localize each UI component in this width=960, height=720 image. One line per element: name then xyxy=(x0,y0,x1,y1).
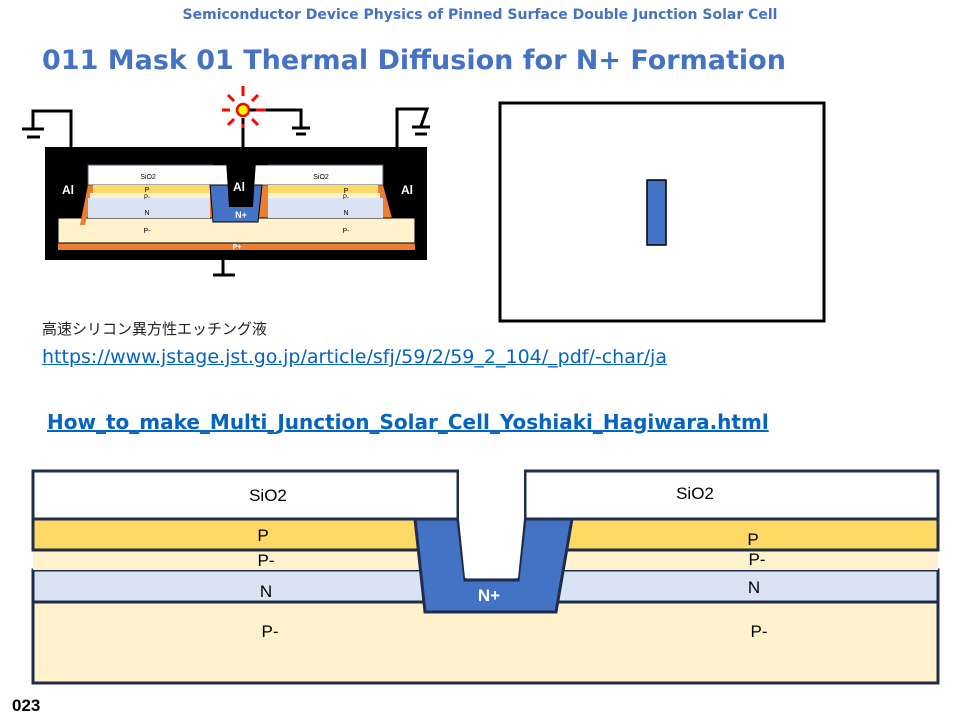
ground-symbols xyxy=(22,107,430,277)
al-center-contact xyxy=(226,160,256,207)
cross-section xyxy=(31,465,940,685)
pminus-right-label: P- xyxy=(343,195,349,201)
n-left-label: N xyxy=(144,210,149,217)
slide-title: 011 Mask 01 Thermal Diffusion for N+ For… xyxy=(42,45,786,76)
nplus-diffusion xyxy=(413,517,574,614)
nplus-label: N+ xyxy=(478,586,500,605)
sio2-right-label: SiO2 xyxy=(676,484,714,503)
pminus-bottom-left-label: P- xyxy=(262,622,279,641)
p-right-label: P xyxy=(747,530,758,549)
n-right-label: N xyxy=(748,578,760,597)
pminus-bottom-left-label: P- xyxy=(144,228,152,235)
al-center-label: Al xyxy=(233,180,245,194)
p-left-label: P xyxy=(257,526,268,545)
slide-subtitle: Semiconductor Device Physics of Pinned S… xyxy=(182,7,778,23)
jstage-link[interactable]: https://www.jstage.jst.go.jp/article/sfj… xyxy=(42,346,667,368)
nplus-label: N+ xyxy=(235,210,247,220)
al-left-label: Al xyxy=(62,183,74,197)
page-number: 023 xyxy=(12,696,41,715)
mask-opening xyxy=(646,179,667,246)
pminus-substrate xyxy=(31,600,940,685)
n-left-label: N xyxy=(260,582,272,601)
n-right-label: N xyxy=(343,210,348,217)
sio2-left-label: SiO2 xyxy=(140,174,156,181)
pminus-bottom-right-label: P- xyxy=(343,228,351,235)
light-source-icon xyxy=(222,86,266,128)
etchant-note: 高速シリコン異方性エッチング液 xyxy=(42,320,268,338)
pplus-label: P+ xyxy=(233,244,242,251)
pminus-right-label: P- xyxy=(749,550,766,569)
mask-frame xyxy=(498,101,826,323)
sio2-left-label: SiO2 xyxy=(249,486,287,505)
p-right-label: P xyxy=(344,188,349,195)
mask-pattern xyxy=(498,101,826,323)
device-diagram: Al Al Al SiO2 SiO2 P P P- P- N N N+ P- P… xyxy=(22,86,430,277)
pminus-bottom-right-label: P- xyxy=(751,622,768,641)
pminus-left-label: P- xyxy=(258,551,275,570)
howto-link[interactable]: How_to_make_Multi_Junction_Solar_Cell_Yo… xyxy=(47,410,769,434)
sio2-right xyxy=(523,469,940,521)
pminus-left-label: P- xyxy=(144,195,150,201)
al-right-label: Al xyxy=(401,183,413,197)
sio2-right-label: SiO2 xyxy=(313,174,329,181)
sio2-left xyxy=(31,469,460,521)
p-left-label: P xyxy=(145,187,150,194)
